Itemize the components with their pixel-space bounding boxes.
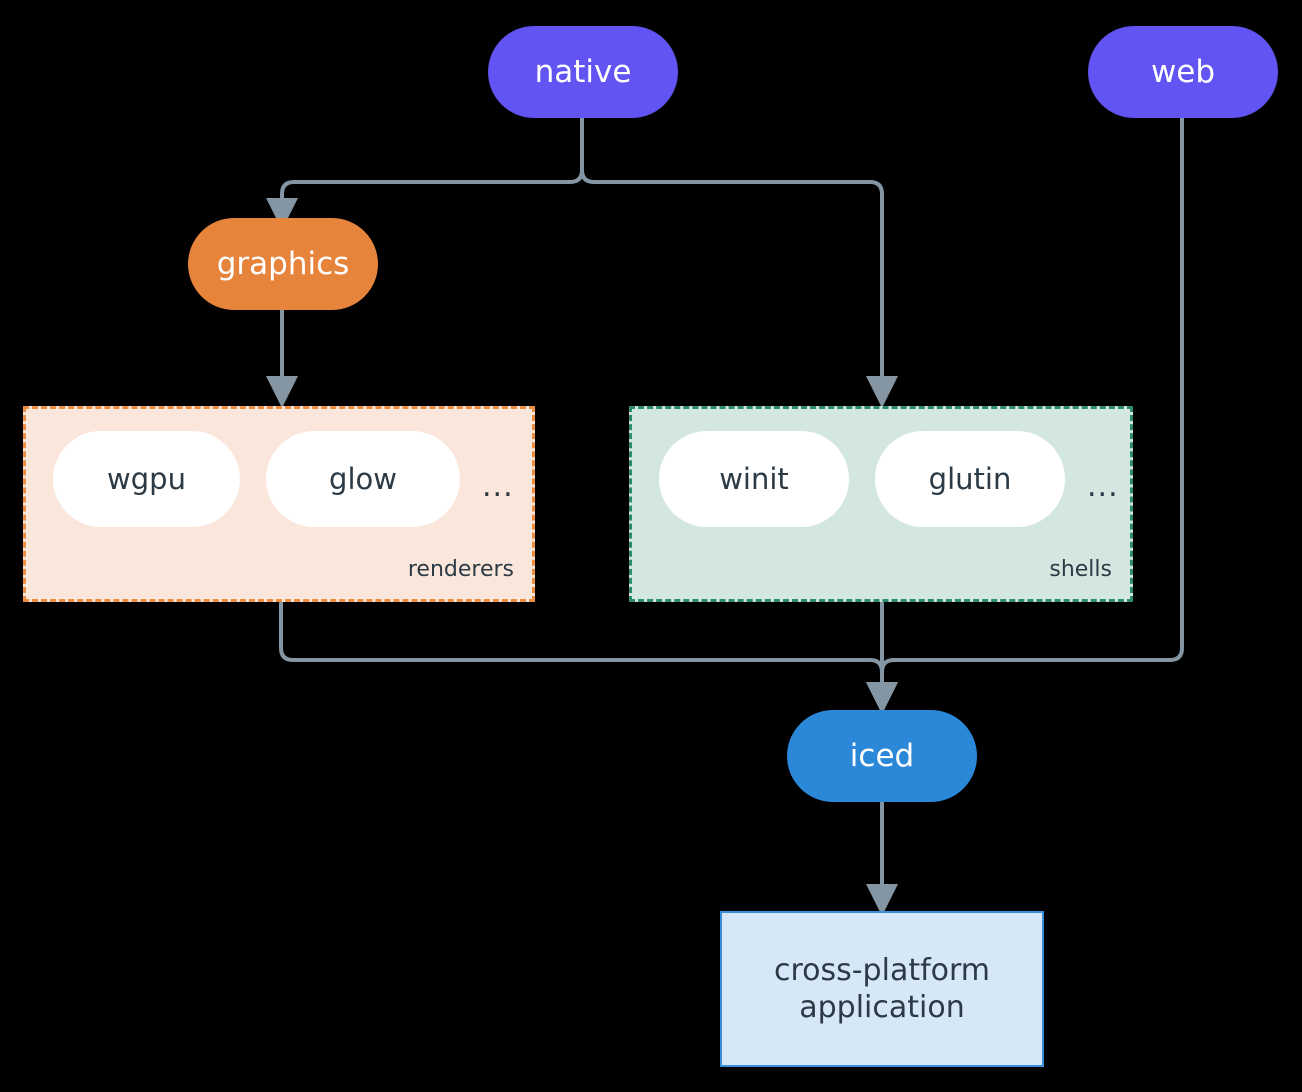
- edge-renderers-to-iced: [279, 600, 898, 714]
- node-application-line2: application: [799, 990, 965, 1025]
- group-shells-label: shells: [1049, 557, 1112, 582]
- group-renderers-ellipsis: ...: [482, 469, 514, 504]
- group-renderers-label: renderers: [407, 557, 514, 582]
- group-shells: winit glutin ... shells: [629, 406, 1133, 602]
- group-item-wgpu[interactable]: wgpu: [53, 431, 240, 527]
- group-item-wgpu-label: wgpu: [107, 462, 186, 496]
- group-item-winit-label: winit: [719, 462, 789, 496]
- group-item-glow-label: glow: [329, 462, 397, 496]
- node-application-line1: cross-platform: [773, 952, 991, 988]
- edge-native-to-graphics: [266, 116, 584, 230]
- node-graphics[interactable]: graphics: [188, 218, 378, 310]
- group-renderers: wgpu glow ... renderers: [23, 406, 535, 602]
- node-native[interactable]: native: [488, 26, 678, 118]
- node-web[interactable]: web: [1088, 26, 1278, 118]
- group-item-winit[interactable]: winit: [659, 431, 849, 527]
- group-item-glow[interactable]: glow: [266, 431, 460, 527]
- node-iced[interactable]: iced: [787, 710, 977, 802]
- group-shells-ellipsis: ...: [1087, 469, 1119, 504]
- node-web-label: web: [1150, 53, 1216, 90]
- group-item-glutin[interactable]: glutin: [875, 431, 1065, 527]
- group-item-glutin-label: glutin: [928, 462, 1012, 496]
- node-graphics-label: graphics: [216, 245, 350, 282]
- node-native-label: native: [534, 53, 632, 90]
- node-application[interactable]: cross-platform application: [720, 911, 1044, 1067]
- edge-native-to-shells: [580, 116, 898, 408]
- node-iced-label: iced: [849, 737, 915, 774]
